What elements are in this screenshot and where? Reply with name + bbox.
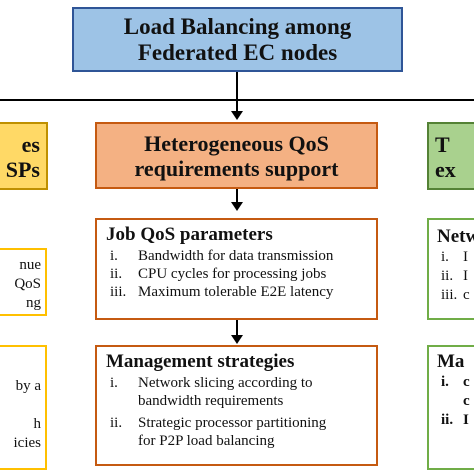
right-detail-top-item: ii. I bbox=[437, 267, 474, 286]
list-text-line: Strategic processor partitioning bbox=[138, 415, 327, 431]
header-title-line-2: Federated EC nodes bbox=[137, 39, 338, 65]
right-detail-top-item: iii. c bbox=[437, 286, 474, 305]
management-title: Management strategies bbox=[106, 351, 295, 372]
left-detail-bottom-line-4: icies bbox=[13, 435, 42, 451]
right-category-box: T ex bbox=[427, 122, 474, 190]
left-detail-bottom-box: by a h icies bbox=[0, 345, 47, 470]
list-text: c bbox=[463, 374, 470, 390]
management-item: ii. Strategic processor partitioning for… bbox=[106, 414, 368, 450]
job-qos-item: i. Bandwidth for data transmission bbox=[106, 247, 368, 265]
list-number: i. bbox=[441, 374, 449, 390]
list-text-line: for P2P load balancing bbox=[138, 433, 275, 449]
list-number: iii. bbox=[441, 287, 458, 303]
right-detail-bottom-item: c bbox=[437, 392, 474, 411]
left-category-line-2: SPs bbox=[5, 157, 40, 182]
load-balancing-header: Load Balancing among Federated EC nodes bbox=[72, 7, 403, 72]
center-drop-line bbox=[236, 100, 238, 112]
list-number: ii. bbox=[110, 415, 123, 431]
center-header-line-2: requirements support bbox=[134, 155, 339, 181]
list-text: CPU cycles for processing jobs bbox=[138, 266, 327, 282]
management-strategies-box: Management strategies i. Network slicing… bbox=[95, 345, 378, 466]
list-text: I bbox=[463, 249, 468, 265]
list-number: ii. bbox=[110, 266, 123, 282]
left-detail-top-line-3: ng bbox=[26, 295, 41, 311]
list-number: i. bbox=[110, 375, 118, 391]
right-detail-top-item: i. I bbox=[437, 248, 474, 267]
right-detail-bottom-item: ii. I bbox=[437, 411, 474, 430]
list-number: ii. bbox=[441, 268, 454, 284]
list-text-line: Network slicing according to bbox=[138, 375, 313, 391]
list-number bbox=[437, 392, 463, 411]
left-detail-bottom-line-1: by a bbox=[15, 378, 41, 394]
center-to-jobqos-line bbox=[236, 189, 238, 203]
right-detail-top-title: Netw bbox=[437, 226, 474, 247]
job-qos-parameters-box: Job QoS parameters i. Bandwidth for data… bbox=[95, 218, 378, 320]
right-detail-bottom-box: Ma i. c c ii. I bbox=[427, 345, 474, 470]
list-text: Bandwidth for data transmission bbox=[138, 248, 334, 264]
list-number: i. bbox=[441, 249, 449, 265]
left-detail-top-line-1: nue bbox=[19, 257, 41, 273]
left-category-line-1: es bbox=[21, 132, 40, 157]
job-qos-item: ii. CPU cycles for processing jobs bbox=[106, 265, 368, 283]
left-detail-top-box: nue QoS ng bbox=[0, 248, 47, 316]
job-qos-item: iii. Maximum tolerable E2E latency bbox=[106, 283, 368, 301]
right-detail-bottom-item: i. c bbox=[437, 373, 474, 392]
left-detail-bottom-line-2 bbox=[0, 396, 41, 415]
left-category-box: es SPs bbox=[0, 122, 48, 190]
right-detail-top-box: Netw i. I ii. I iii. c bbox=[427, 218, 474, 320]
management-item: i. Network slicing according to bandwidt… bbox=[106, 374, 368, 410]
list-text-line: bandwidth requirements bbox=[138, 393, 284, 409]
list-text: c bbox=[463, 287, 470, 303]
arrow-to-management bbox=[231, 335, 243, 344]
center-header-line-1: Heterogeneous QoS bbox=[144, 130, 329, 156]
right-detail-bottom-title: Ma bbox=[437, 351, 465, 372]
left-detail-bottom-line-3: h bbox=[33, 416, 42, 432]
list-number: ii. bbox=[441, 412, 454, 428]
list-text: I bbox=[463, 412, 469, 428]
list-text: Maximum tolerable E2E latency bbox=[138, 284, 334, 300]
header-stem-line bbox=[236, 72, 238, 100]
left-detail-top-line-2: QoS bbox=[14, 276, 41, 292]
arrow-to-job-qos bbox=[231, 202, 243, 211]
header-title-line-1: Load Balancing among bbox=[123, 13, 352, 39]
right-category-line-1: T bbox=[435, 132, 450, 157]
list-text: c bbox=[463, 393, 470, 409]
list-number: i. bbox=[110, 248, 118, 264]
arrow-to-center-header bbox=[231, 111, 243, 120]
jobqos-to-management-line bbox=[236, 320, 238, 336]
heterogeneous-qos-box: Heterogeneous QoS requirements support bbox=[95, 122, 378, 189]
list-number: iii. bbox=[110, 284, 127, 300]
list-text: I bbox=[463, 268, 468, 284]
right-category-line-2: ex bbox=[435, 157, 456, 182]
job-qos-title: Job QoS parameters bbox=[106, 224, 273, 245]
